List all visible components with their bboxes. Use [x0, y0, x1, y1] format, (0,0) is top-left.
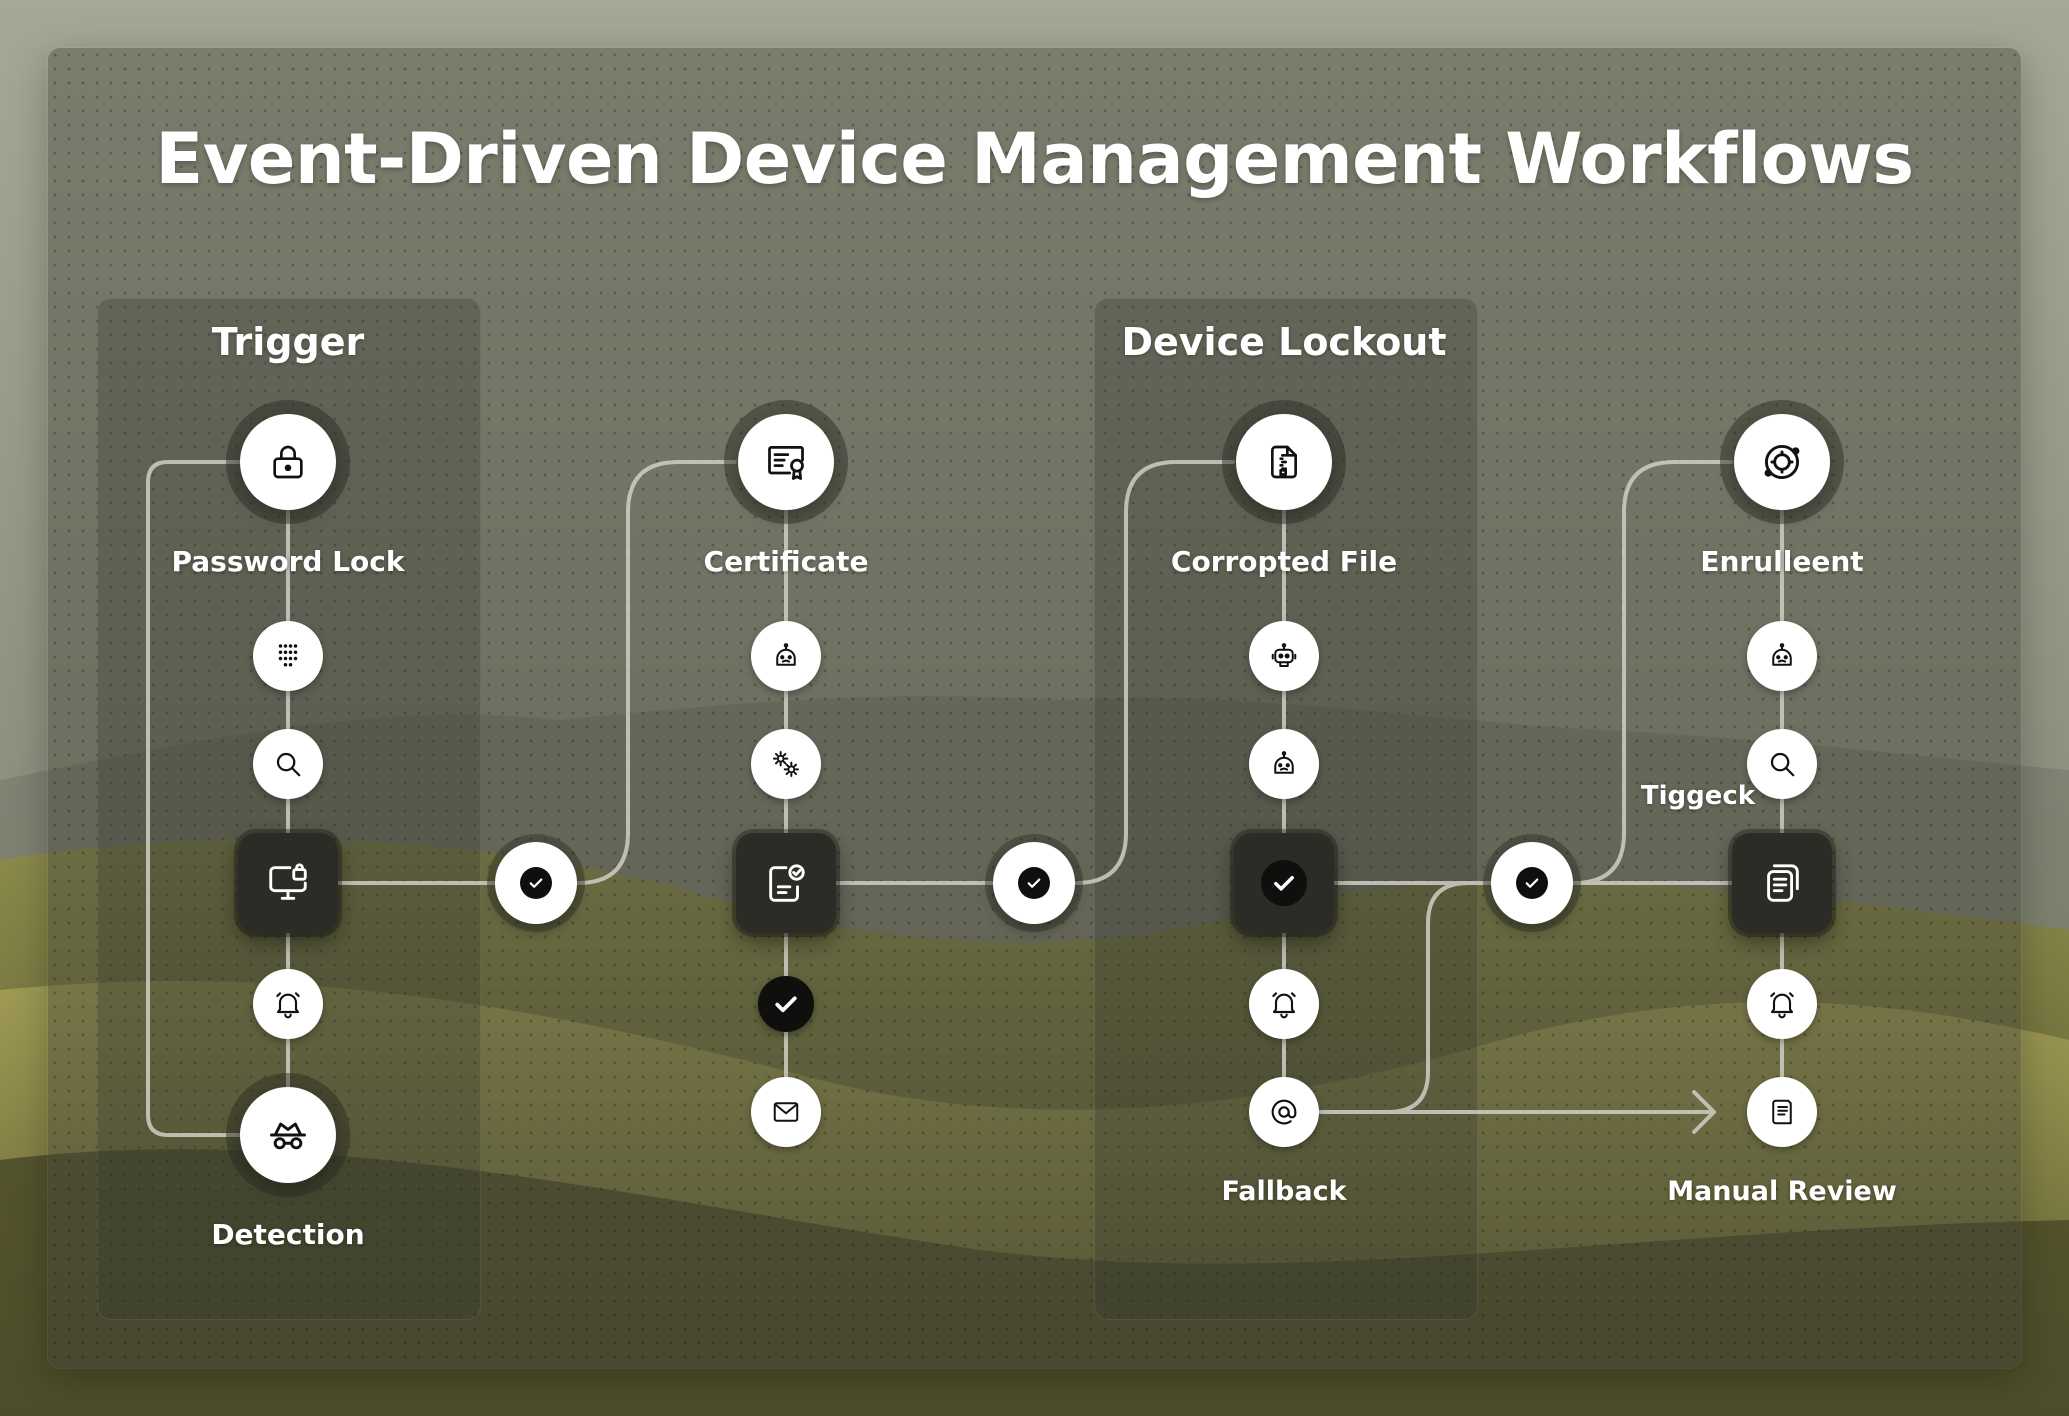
- manual-review-label: Manual Review: [1667, 1176, 1897, 1207]
- robot-icon: [776, 643, 796, 666]
- at-sign-icon: [1271, 1099, 1297, 1125]
- corrupted-file-node[interactable]: [1236, 414, 1332, 510]
- file-zip-icon: [1271, 445, 1297, 479]
- alarm-bell-icon: [1272, 992, 1296, 1019]
- certificate-icon: [768, 445, 804, 480]
- check-icon: [529, 878, 543, 888]
- alarm-node-1[interactable]: [253, 969, 323, 1039]
- check-node-col2[interactable]: [758, 976, 814, 1032]
- certificate-node[interactable]: [738, 414, 834, 510]
- robot-node-2[interactable]: [1249, 621, 1319, 691]
- document-stack-icon: [1767, 864, 1799, 902]
- certificate-label: Certificate: [703, 545, 869, 578]
- dialpad-icon: [278, 644, 298, 667]
- dialpad-node[interactable]: [253, 621, 323, 691]
- password-lock-node[interactable]: [240, 414, 336, 510]
- robot-icon: [1772, 643, 1792, 666]
- check-icon: [1027, 878, 1041, 888]
- group-title-trigger: Trigger: [211, 320, 365, 364]
- check-node-2[interactable]: [993, 842, 1075, 924]
- trigger-check-label: Tiggeck: [1640, 781, 1756, 811]
- group-title-device-lockout: Device Lockout: [1121, 320, 1447, 364]
- manual-review-node[interactable]: [1747, 1077, 1817, 1147]
- corrupted-file-label: Corropted File: [1170, 545, 1398, 578]
- robot-node-4[interactable]: [1747, 621, 1817, 691]
- detection-node[interactable]: [240, 1087, 336, 1183]
- enrollment-node[interactable]: [1734, 414, 1830, 510]
- check-icon: [1525, 878, 1539, 888]
- detection-label: Detection: [211, 1218, 365, 1251]
- document-icon: [1772, 1099, 1792, 1125]
- mail-node[interactable]: [751, 1077, 821, 1147]
- document-stack-node[interactable]: [1732, 833, 1832, 933]
- check-node-3[interactable]: [1491, 842, 1573, 924]
- password-lock-label: Password Lock: [171, 545, 405, 578]
- search-icon: [276, 752, 301, 777]
- page-title: Event-Driven Device Management Workflows: [155, 118, 1914, 200]
- search-node-2[interactable]: [1747, 729, 1817, 799]
- monitor-lock-icon: [269, 863, 307, 900]
- gears-node[interactable]: [751, 729, 821, 799]
- robot-icon: [1274, 751, 1294, 774]
- search-icon: [1770, 752, 1795, 777]
- alarm-bell-icon: [276, 992, 300, 1019]
- robot-node-1[interactable]: [751, 621, 821, 691]
- robot-node-3[interactable]: [1249, 729, 1319, 799]
- alarm-node-2[interactable]: [1249, 969, 1319, 1039]
- fallback-node[interactable]: [1249, 1077, 1319, 1147]
- spy-glasses-icon: [270, 1122, 306, 1150]
- search-node-1[interactable]: [253, 729, 323, 799]
- gears-icon: [773, 751, 799, 777]
- check-icon: [1274, 876, 1294, 891]
- clipboard-check-icon: [769, 864, 805, 902]
- check-node-1[interactable]: [495, 842, 577, 924]
- alarm-bell-icon: [1770, 992, 1794, 1019]
- robot-icon: [1271, 643, 1297, 667]
- clipboard-check-node[interactable]: [736, 833, 836, 933]
- lock-icon: [273, 445, 303, 479]
- check-badge-1: [520, 867, 552, 899]
- check-square-node[interactable]: [1234, 833, 1334, 933]
- monitor-lock-node[interactable]: [238, 833, 338, 933]
- check-badge-4: [1516, 867, 1548, 899]
- alarm-node-3[interactable]: [1747, 969, 1817, 1039]
- fallback-label: Fallback: [1221, 1176, 1347, 1207]
- orbit-gear-icon: [1764, 444, 1800, 480]
- check-badge-2: [1018, 867, 1050, 899]
- mail-icon: [773, 1102, 799, 1122]
- enrollment-label: Enrulleent: [1700, 545, 1864, 578]
- check-icon: [775, 996, 797, 1013]
- check-badge-3: [1261, 860, 1307, 906]
